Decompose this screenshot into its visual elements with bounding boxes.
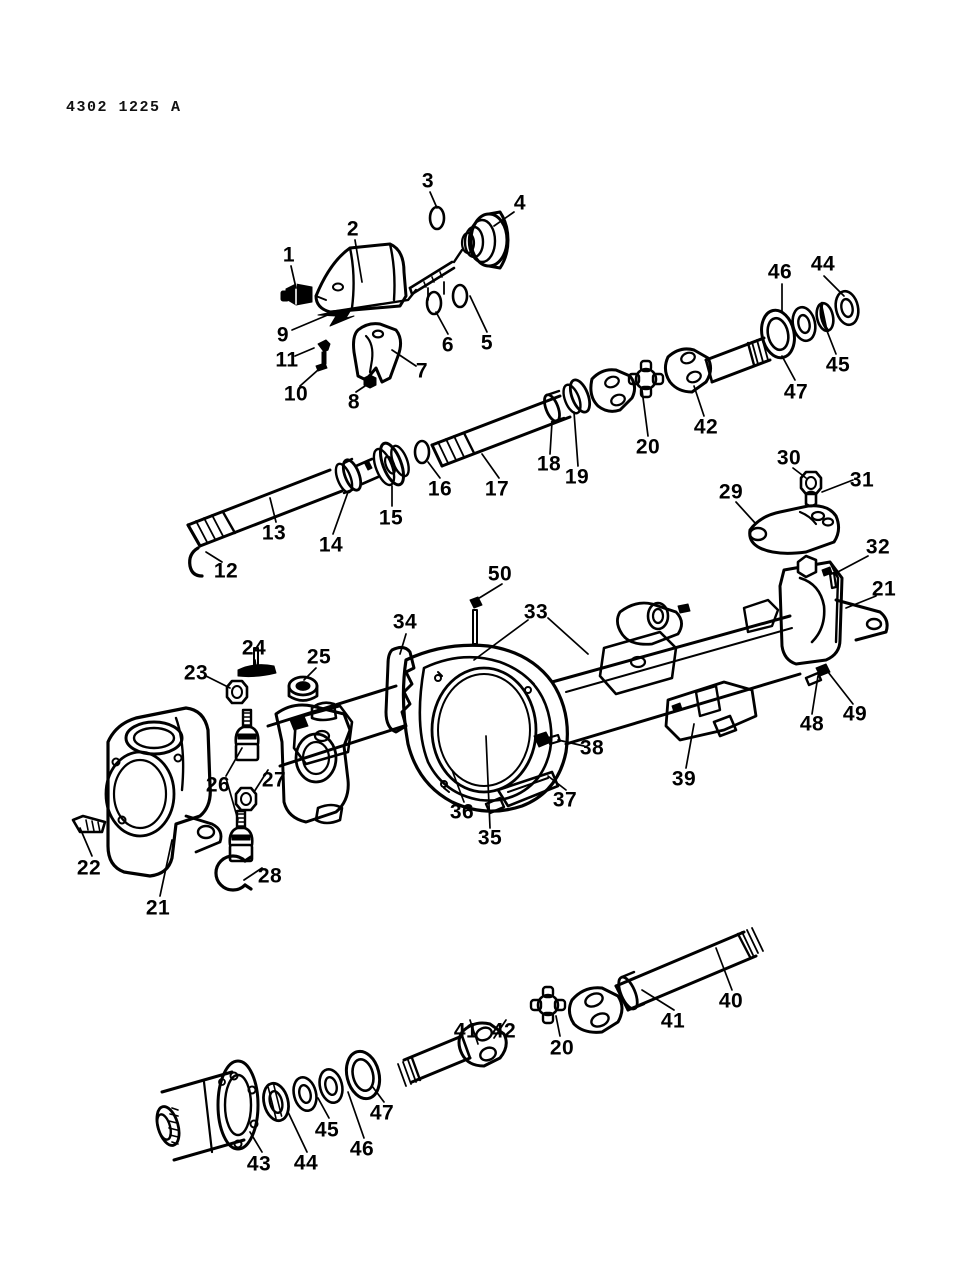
- callout-47: 47: [783, 380, 809, 404]
- callout-16: 16: [427, 477, 453, 501]
- callout-24: 24: [241, 636, 267, 660]
- callout-40: 40: [718, 989, 744, 1013]
- callout-9: 9: [276, 323, 290, 347]
- callout-31: 31: [849, 468, 875, 492]
- callout-21: 21: [145, 896, 171, 920]
- callout-44: 44: [293, 1151, 319, 1175]
- callout-42: 42: [693, 415, 719, 439]
- callout-20: 20: [635, 435, 661, 459]
- callout-17: 17: [484, 477, 510, 501]
- callout-38: 38: [579, 736, 605, 760]
- callout-30: 30: [776, 446, 802, 470]
- callout-50: 50: [487, 562, 513, 586]
- callout-41: 41: [660, 1009, 686, 1033]
- callout-27: 27: [261, 768, 287, 792]
- callout-44: 44: [810, 252, 836, 276]
- callout-11: 11: [275, 348, 299, 372]
- callout-8: 8: [347, 390, 361, 414]
- callout-34: 34: [392, 610, 418, 634]
- callout-1: 1: [282, 243, 296, 267]
- callout-13: 13: [261, 521, 287, 545]
- callout-14: 14: [318, 533, 344, 557]
- callout-3: 3: [421, 169, 435, 193]
- callout-46: 46: [767, 260, 793, 284]
- callout-46: 46: [349, 1137, 375, 1161]
- callout-4: 4: [513, 191, 527, 215]
- callout-41: 41: [453, 1019, 479, 1043]
- callout-32: 32: [865, 535, 891, 559]
- callout-5: 5: [480, 331, 494, 355]
- callout-23: 23: [183, 661, 209, 685]
- callout-2: 2: [346, 217, 360, 241]
- callout-45: 45: [314, 1118, 340, 1142]
- callout-7: 7: [415, 359, 429, 383]
- callout-20: 20: [549, 1036, 575, 1060]
- callout-22: 22: [76, 856, 102, 880]
- callout-12: 12: [213, 559, 239, 583]
- callout-21: 21: [871, 577, 897, 601]
- callout-43: 43: [246, 1152, 272, 1176]
- callout-15: 15: [378, 506, 404, 530]
- callout-42: 42: [491, 1019, 517, 1043]
- part-code-label: 4302 1225 A: [66, 99, 182, 116]
- callout-18: 18: [536, 452, 562, 476]
- callout-45: 45: [825, 353, 851, 377]
- callout-37: 37: [552, 788, 578, 812]
- callout-49: 49: [842, 702, 868, 726]
- callout-36: 36: [449, 800, 475, 824]
- callout-25: 25: [306, 645, 332, 669]
- callout-28: 28: [257, 864, 283, 888]
- callout-47: 47: [369, 1101, 395, 1125]
- callout-29: 29: [718, 480, 744, 504]
- callout-26: 26: [205, 773, 231, 797]
- callout-33: 33: [523, 600, 549, 624]
- callout-10: 10: [283, 382, 309, 406]
- callout-6: 6: [441, 333, 455, 357]
- callout-35: 35: [477, 826, 503, 850]
- callout-39: 39: [671, 767, 697, 791]
- callout-48: 48: [799, 712, 825, 736]
- callout-19: 19: [564, 465, 590, 489]
